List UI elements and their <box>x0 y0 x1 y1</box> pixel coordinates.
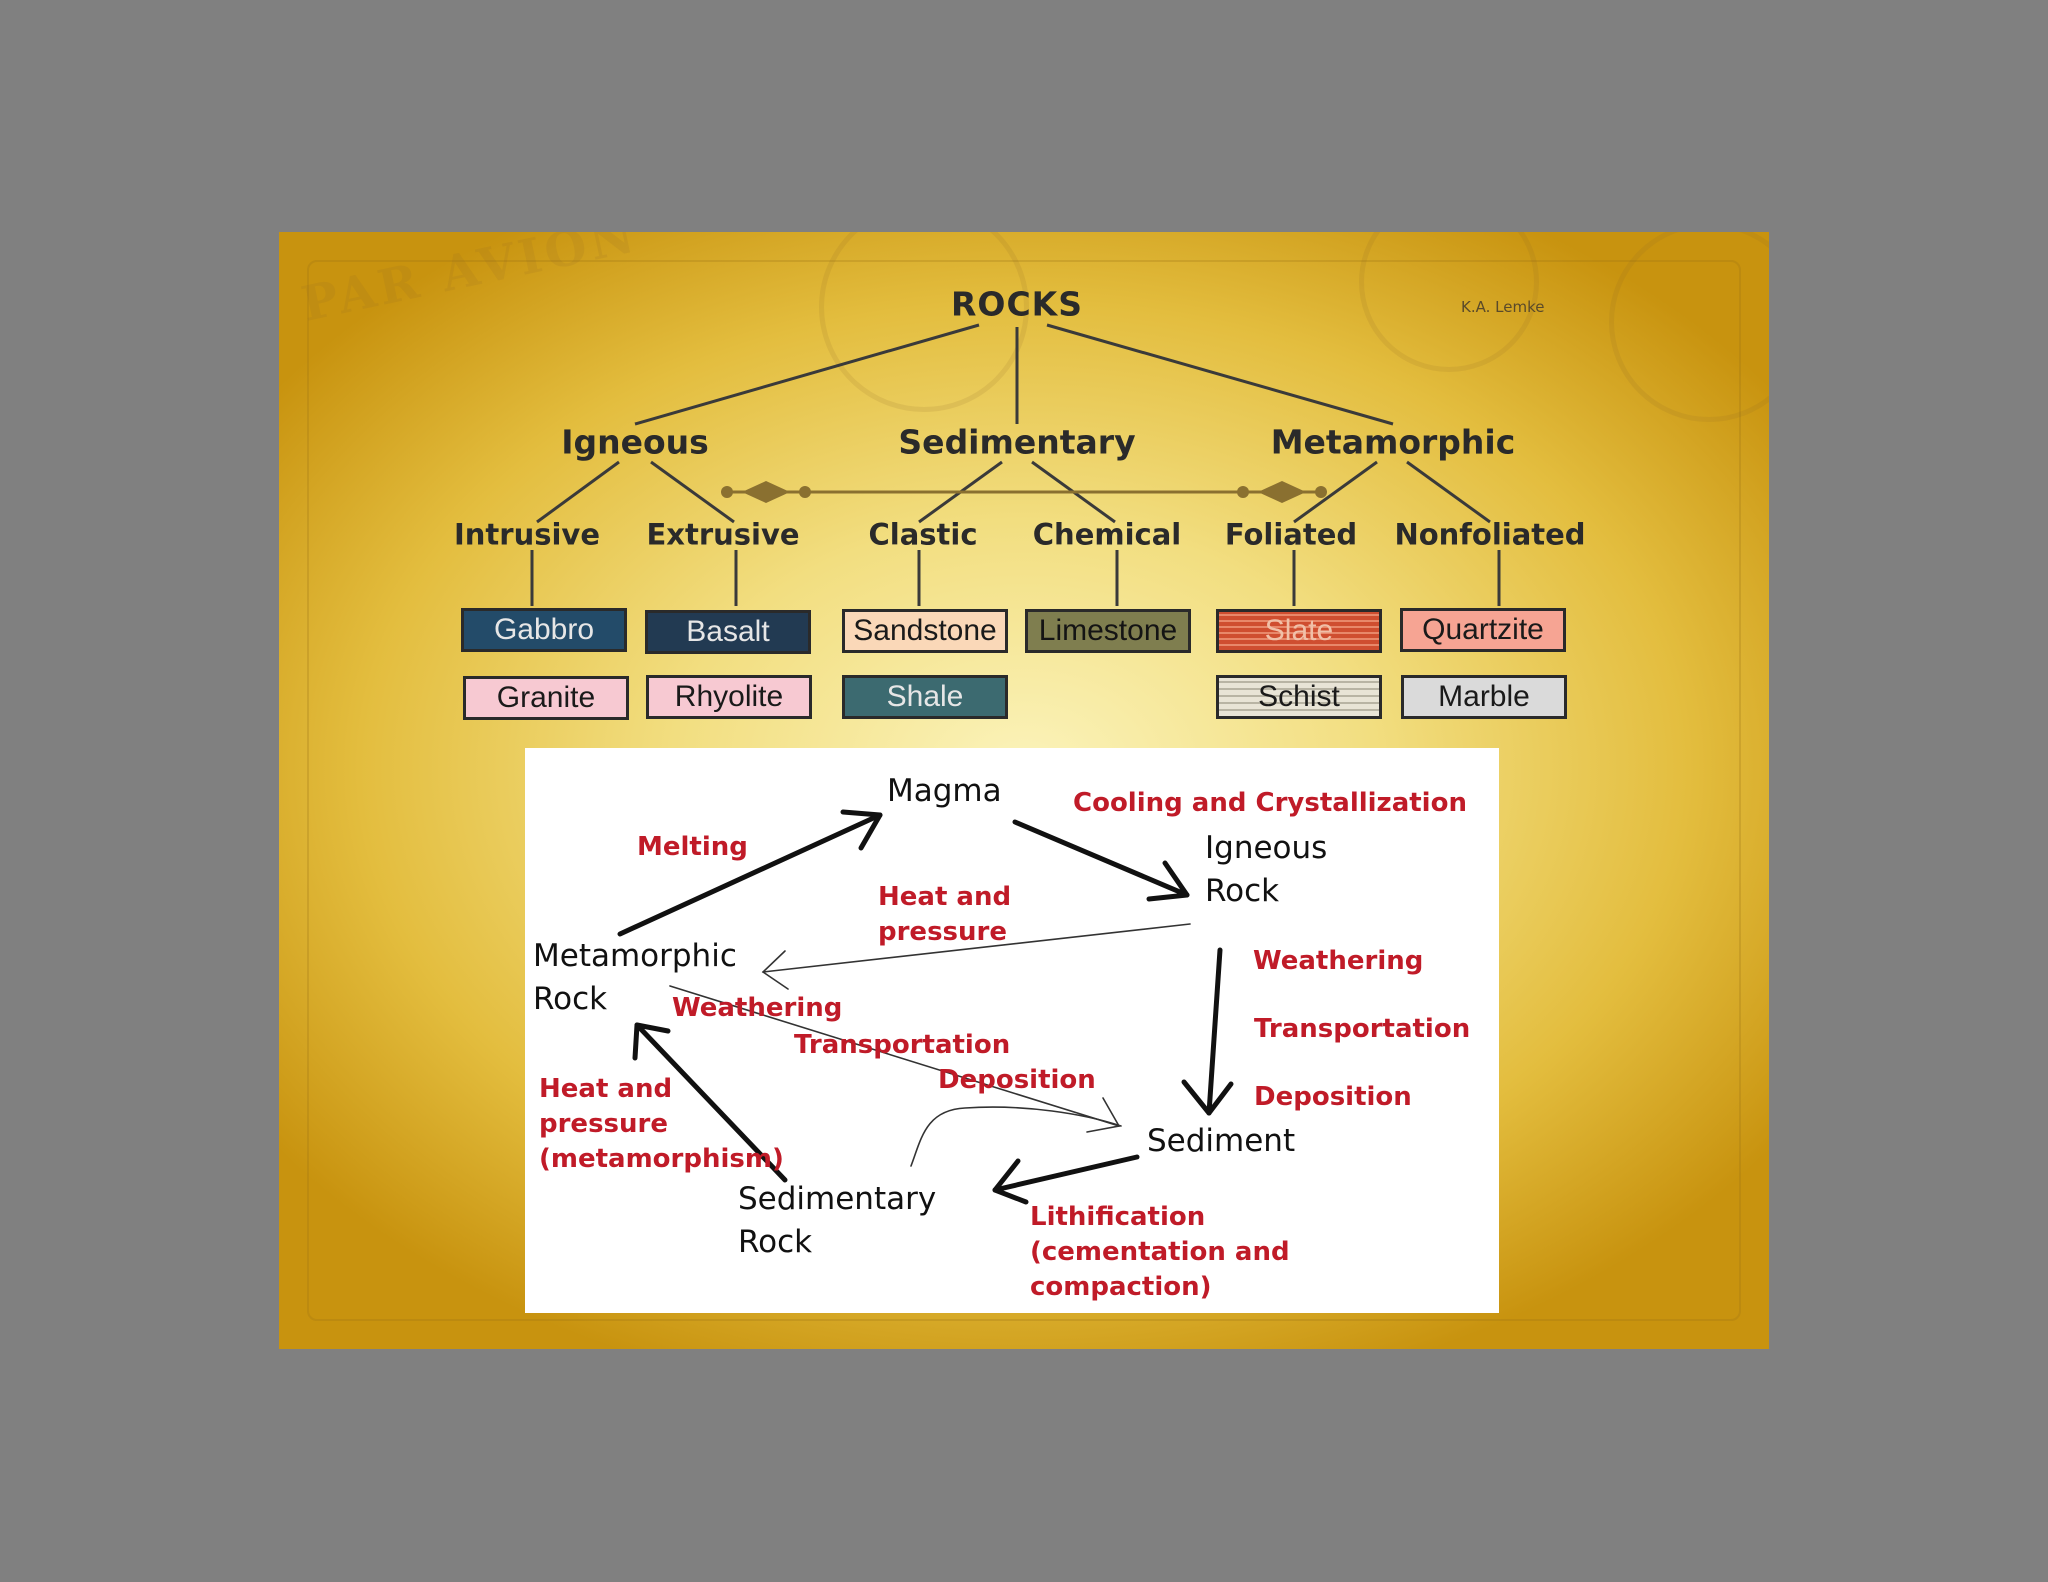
node-sedimentary-rock: Sedimentary Rock <box>738 1181 937 1260</box>
postmark-stamp-3 <box>1359 232 1539 372</box>
rock-sandstone: Sandstone <box>842 609 1008 653</box>
node-metamorphic: Metamorphic <box>1270 422 1516 462</box>
node-sediment: Sediment <box>1147 1123 1296 1159</box>
node-sedimentary: Sedimentary <box>898 422 1136 462</box>
rock-shale: Shale <box>842 675 1008 719</box>
label-cooling-crystallization: Cooling and Crystallization <box>1073 788 1467 818</box>
node-clastic: Clastic <box>868 517 978 552</box>
rock-gabbro: Gabbro <box>461 608 627 652</box>
label-heat-pressure-metamorphism: Heat and pressure (metamorphism) <box>539 1074 784 1174</box>
rock-granite: Granite <box>463 676 629 720</box>
rock-quartzite: Quartzite <box>1400 608 1566 652</box>
rock-slate: Slate <box>1216 609 1382 653</box>
slide-frame <box>307 260 1741 1321</box>
postmark-stamp-1 <box>819 232 1029 412</box>
label-deposition-mid: Deposition <box>938 1065 1096 1095</box>
postmark-stamp-2 <box>1609 232 1769 422</box>
rock-basalt: Basalt <box>645 610 811 654</box>
node-igneous: Igneous <box>561 422 709 462</box>
node-nonfoliated: Nonfoliated <box>1394 517 1586 552</box>
rock-schist: Schist <box>1216 675 1382 719</box>
node-rocks: ROCKS <box>950 284 1084 324</box>
label-heat-pressure-top: Heat and pressure <box>878 882 1012 947</box>
ornament-divider <box>721 481 1327 503</box>
author-credit: K.A. Lemke <box>1461 298 1545 316</box>
rock-marble: Marble <box>1401 675 1567 719</box>
node-metamorphic-rock: Metamorphic Rock <box>533 938 737 1017</box>
rock-rhyolite: Rhyolite <box>646 675 812 719</box>
label-lithification: Lithification (cementation and compactio… <box>1030 1202 1290 1302</box>
node-intrusive: Intrusive <box>453 517 601 552</box>
slide: PAR AVION K <box>279 232 1769 1349</box>
label-melting: Melting <box>637 832 748 862</box>
label-transportation-right: Transportation <box>1254 1014 1471 1044</box>
label-weathering-right: Weathering <box>1253 946 1424 976</box>
label-deposition-right: Deposition <box>1254 1082 1412 1112</box>
node-extrusive: Extrusive <box>646 517 800 552</box>
label-transportation-mid: Transportation <box>794 1030 1011 1060</box>
node-chemical: Chemical <box>1032 517 1182 552</box>
tree-connectors <box>530 323 1501 606</box>
node-igneous-rock: Igneous Rock <box>1205 830 1328 909</box>
rock-cycle-panel: Magma Igneous Rock Metamorphic Rock Sedi… <box>525 748 1499 1313</box>
rock-cycle-arrows <box>617 809 1234 1205</box>
rock-limestone: Limestone <box>1025 609 1191 653</box>
node-foliated: Foliated <box>1224 517 1358 552</box>
node-magma: Magma <box>887 773 1002 809</box>
label-weathering-mid: Weathering <box>672 993 843 1023</box>
